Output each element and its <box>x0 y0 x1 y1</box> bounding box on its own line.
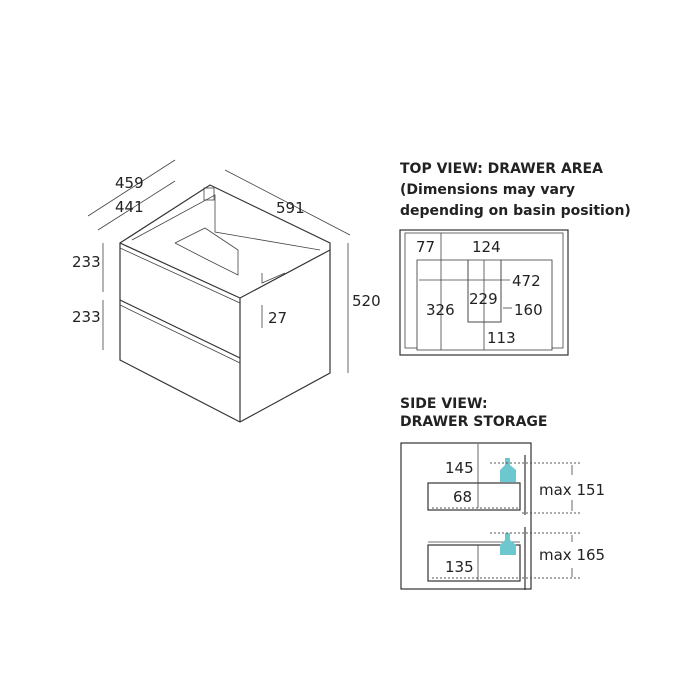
dim-135: 135 <box>445 558 474 576</box>
dim-max-165: max 165 <box>539 546 605 564</box>
dim-width: 591 <box>276 199 305 217</box>
side-view-subtitle: DRAWER STORAGE <box>400 414 547 430</box>
dim-326: 326 <box>426 301 455 319</box>
dim-113: 113 <box>487 329 516 347</box>
bottle-icon <box>500 533 516 555</box>
top-view: TOP VIEW: DRAWER AREA (Dimensions may va… <box>399 161 631 356</box>
top-view-title: TOP VIEW: DRAWER AREA <box>400 161 603 177</box>
dim-160: 160 <box>514 301 543 319</box>
dim-124: 124 <box>472 238 501 256</box>
dim-472: 472 <box>512 272 541 290</box>
side-view-title: SIDE VIEW: <box>400 396 488 412</box>
dim-height: 520 <box>352 292 381 310</box>
dim-depth-inner: 441 <box>115 198 144 216</box>
top-view-note-1: (Dimensions may vary <box>400 182 575 198</box>
dim-max-151: max 151 <box>539 481 605 499</box>
dim-68: 68 <box>453 488 472 506</box>
bottle-icon <box>500 458 516 482</box>
dim-drawer-top: 233 <box>72 253 101 271</box>
dim-145: 145 <box>445 459 474 477</box>
top-view-note-2: depending on basin position) <box>400 203 631 219</box>
dim-drawer-bottom: 233 <box>72 308 101 326</box>
cabinet-drawing <box>119 184 331 423</box>
dim-77: 77 <box>416 238 435 256</box>
dim-depth-outer: 459 <box>115 174 144 192</box>
dim-229: 229 <box>469 290 498 308</box>
dim-gap: 27 <box>268 309 287 327</box>
side-view: SIDE VIEW: DRAWER STORAGE 145 68 135 max… <box>400 396 605 590</box>
cabinet-dimensions: 459 441 591 520 233 233 27 <box>72 159 381 373</box>
